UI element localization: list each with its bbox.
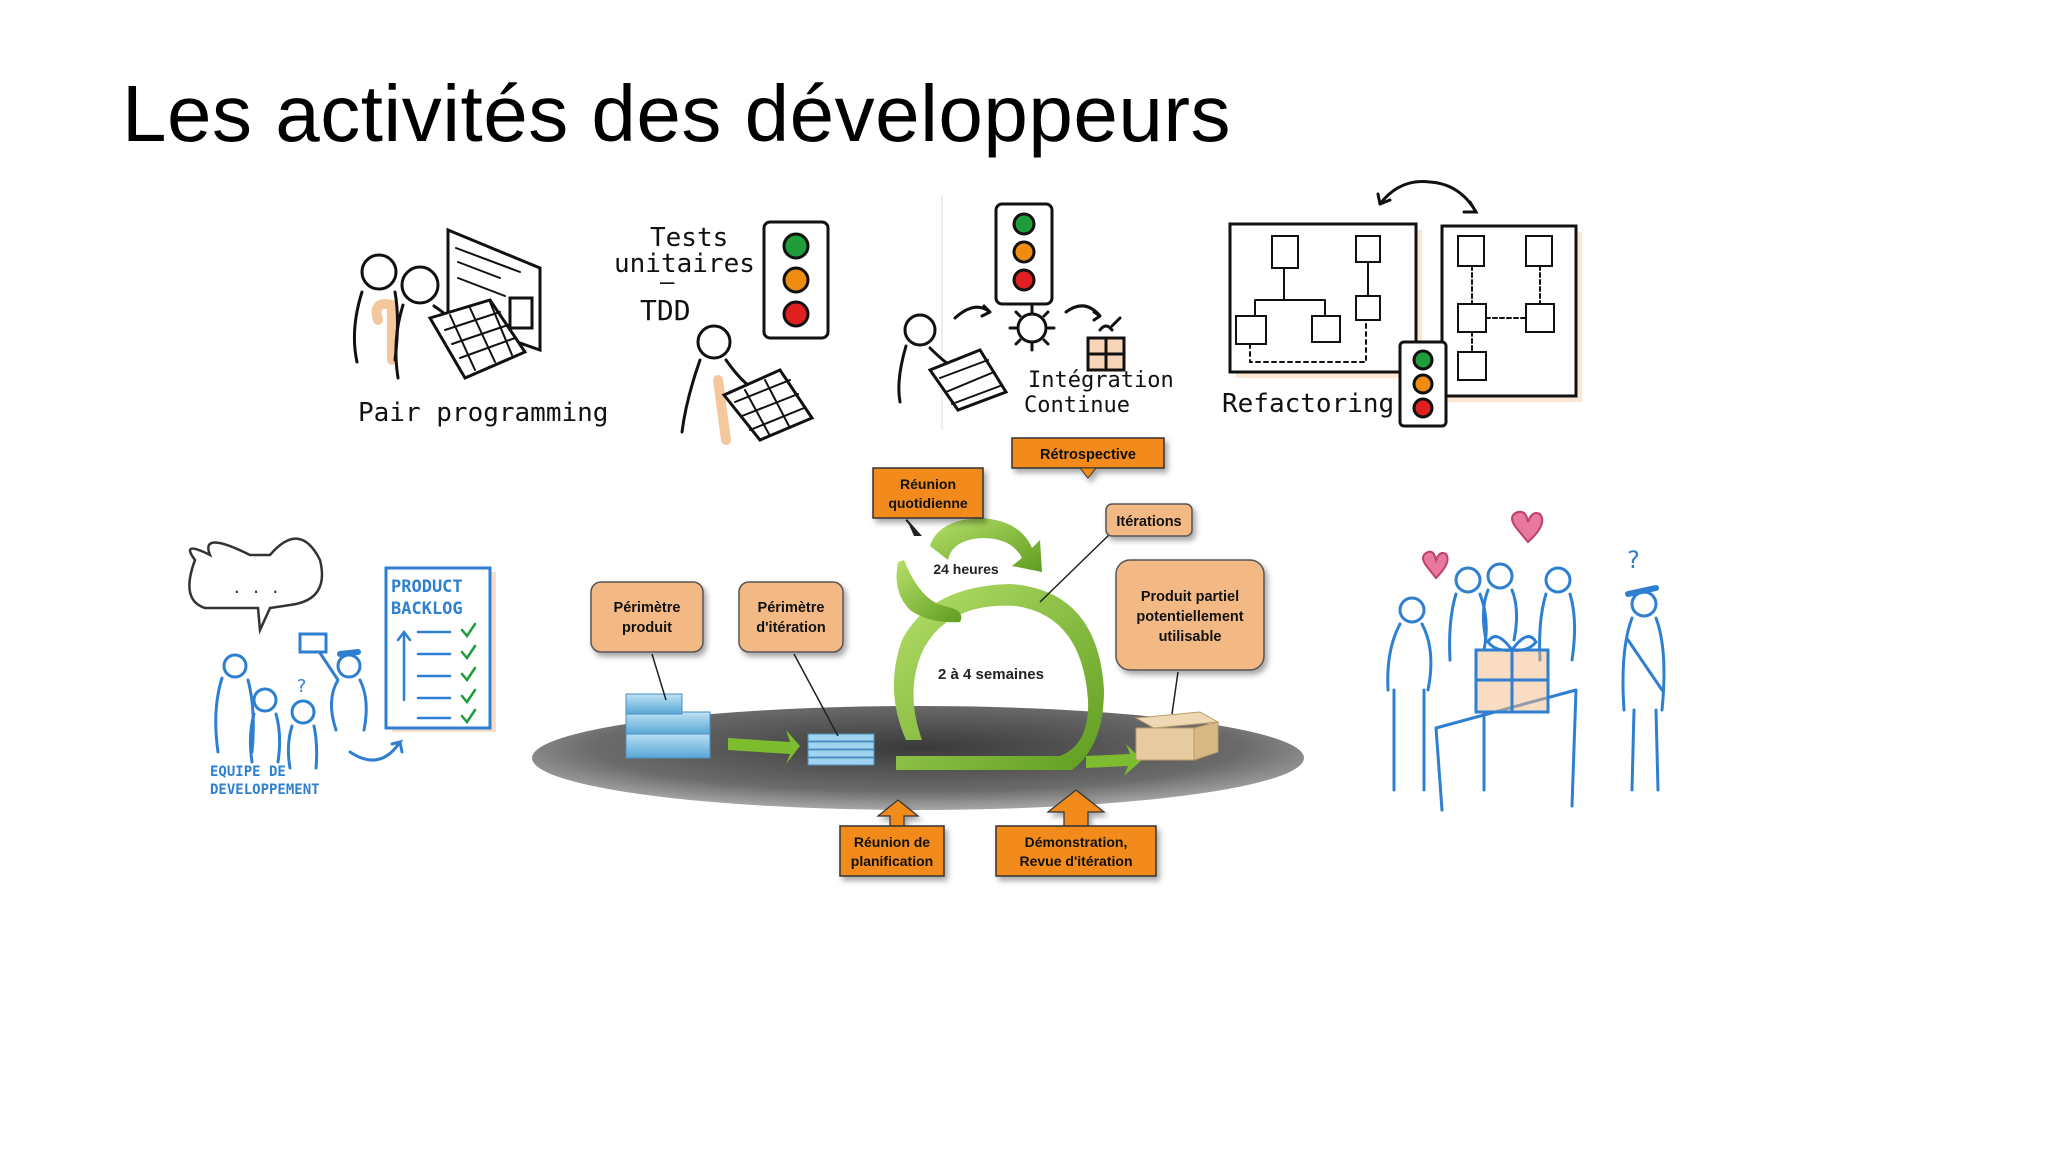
label-iterations: Itérations [1116, 514, 1181, 530]
team-question-mark: ? [296, 676, 307, 697]
connector-perimetre-produit [651, 653, 667, 701]
label-produit-partiel-3: utilisable [1159, 629, 1222, 645]
label-produit-partiel-1: Produit partiel [1141, 589, 1239, 605]
label-reunion-planification-1: Réunion de [854, 834, 930, 850]
label-perimetre-produit-1: Périmètre [614, 600, 681, 616]
tests-label-dash: – [660, 268, 675, 296]
label-demonstration-1: Démonstration, [1025, 834, 1128, 850]
pair-programming-label: Pair programming [358, 398, 608, 428]
team-label-line2: DEVELOPPEMENT [210, 782, 320, 798]
refactoring-sketch [1228, 179, 1582, 428]
customers-sketch [1386, 510, 1666, 812]
iteration-backlog-stack [807, 733, 875, 766]
label-reunion-planification-2: planification [851, 853, 933, 869]
backlog-label-line1: PRODUCT [391, 577, 463, 597]
daily-loop-tail [896, 560, 962, 623]
integration-label-line2: Continue [1024, 393, 1130, 418]
connector-iterations [1039, 531, 1113, 603]
label-reunion-quotidienne-2: quotidienne [888, 495, 968, 511]
label-retrospective: Rétrospective [1040, 447, 1136, 463]
box-produit-partiel [1115, 559, 1265, 671]
connector-produit [1171, 671, 1179, 715]
backlog-label-line2: BACKLOG [391, 599, 463, 619]
box-perimetre-produit [590, 581, 704, 653]
box-perimetre-iteration [738, 581, 844, 653]
tests-sketch [680, 220, 830, 445]
product-backlog-stack [625, 693, 711, 759]
box-demonstration [995, 789, 1157, 877]
label-reunion-quotidienne-1: Réunion [900, 476, 956, 492]
connector-perimetre-iteration [793, 653, 839, 737]
iteration-loop [893, 584, 1104, 770]
label-perimetre-iteration-2: d'itération [756, 620, 826, 636]
box-iterations [1105, 503, 1193, 537]
pair-programming-sketch [352, 227, 542, 380]
customer-question-mark: ? [1626, 546, 1640, 574]
arrow-to-product [1086, 744, 1142, 776]
label-perimetre-iteration-1: Périmètre [758, 600, 825, 616]
slide-title: Les activités des développeurs [122, 69, 1231, 158]
tests-label-line2: unitaires [614, 249, 755, 279]
label-demonstration-2: Revue d'itération [1019, 853, 1132, 869]
team-label-line1: EQUIPE DE [210, 764, 286, 780]
pointer-daily [906, 518, 922, 536]
speech-bubble-dots: . . . [232, 578, 280, 597]
label-2-4-semaines: 2 à 4 semaines [938, 666, 1044, 683]
box-reunion-planification [839, 799, 945, 877]
integration-sketch [897, 202, 1126, 412]
tests-label-line1: Tests [650, 223, 728, 253]
label-produit-partiel-2: potentiellement [1136, 609, 1243, 625]
refactoring-label: Refactoring [1222, 389, 1394, 419]
arrow-to-iteration [728, 730, 800, 764]
daily-loop [930, 518, 1042, 572]
box-reunion-quotidienne [872, 467, 984, 519]
integration-label-line1: Intégration [1028, 368, 1174, 393]
team-backlog-sketch [188, 537, 496, 770]
label-perimetre-produit-2: produit [622, 620, 672, 636]
tests-label-line3: TDD [640, 294, 691, 327]
label-24-heures: 24 heures [933, 561, 999, 577]
box-retrospective [1011, 437, 1165, 479]
product-box [1134, 711, 1220, 761]
scrum-cycle-diagram [532, 518, 1304, 810]
